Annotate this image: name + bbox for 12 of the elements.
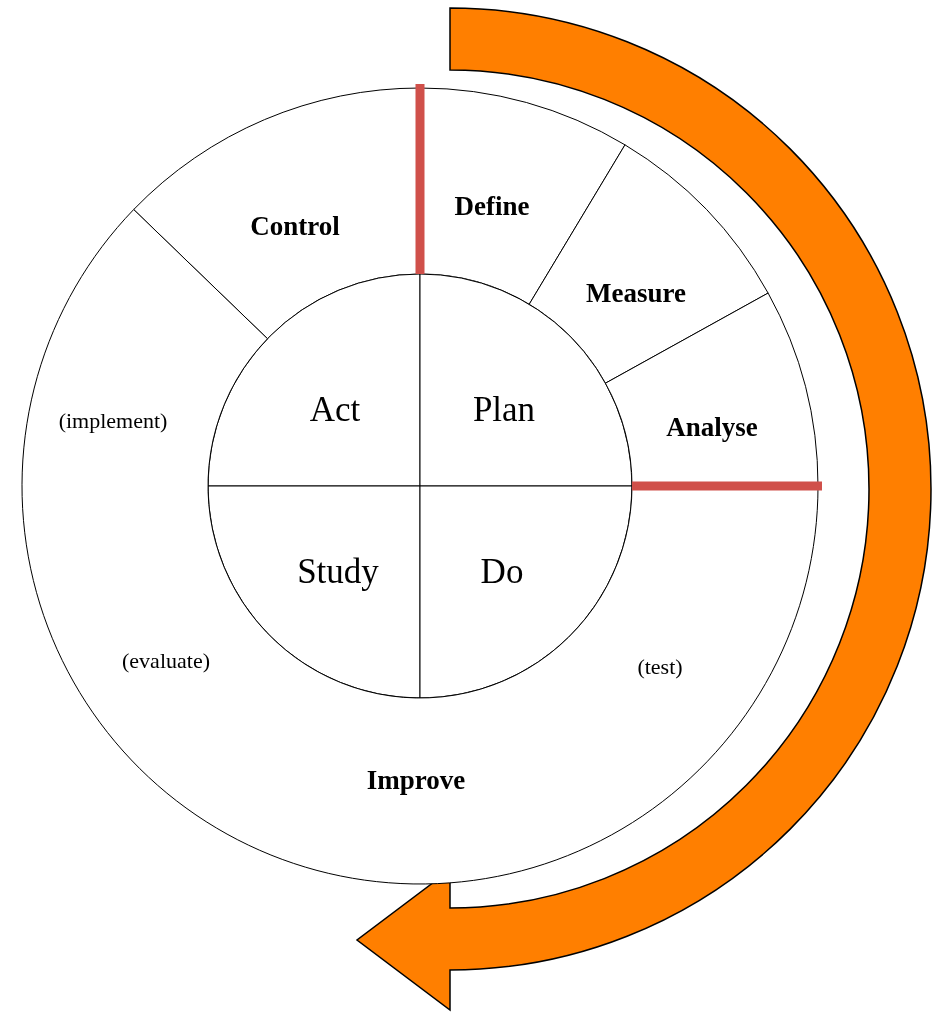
note-text: (implement)	[58, 408, 168, 434]
phase-label: Measure	[586, 277, 686, 309]
phase-label: Control	[250, 210, 340, 242]
note-text: (evaluate)	[122, 648, 210, 674]
note-text: (test)	[637, 654, 683, 680]
step-label: Do	[480, 552, 524, 592]
step-label: Plan	[472, 390, 536, 430]
phase-label: Analyse	[666, 411, 758, 443]
step-label: Study	[297, 552, 379, 592]
phase-label: Improve	[366, 764, 466, 796]
phase-label: Define	[454, 190, 530, 222]
step-label: Act	[309, 390, 361, 430]
